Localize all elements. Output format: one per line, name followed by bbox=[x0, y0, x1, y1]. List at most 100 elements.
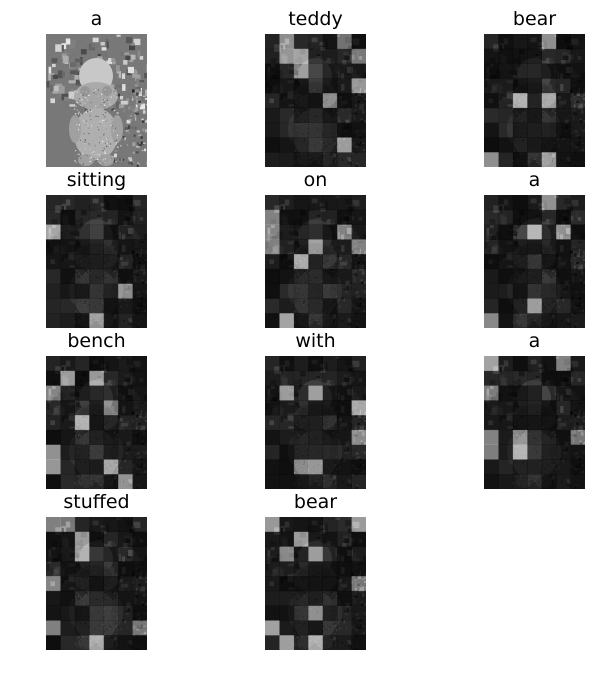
attention-cell bbox=[46, 576, 61, 592]
attention-cell bbox=[132, 561, 147, 577]
attention-cell bbox=[322, 576, 338, 592]
attention-cell bbox=[46, 605, 61, 621]
attention-cell bbox=[132, 415, 147, 431]
attention-cell bbox=[322, 517, 338, 533]
attention-cell bbox=[293, 531, 309, 547]
attention-cell bbox=[132, 576, 147, 592]
attention-cell bbox=[351, 34, 366, 50]
panel-word-label: on bbox=[303, 169, 328, 191]
attention-cell bbox=[308, 122, 324, 138]
attention-cell bbox=[132, 429, 147, 445]
attention-cell bbox=[570, 298, 585, 314]
attention-cell bbox=[308, 107, 324, 123]
attention-cell bbox=[541, 415, 557, 431]
attention-cell bbox=[484, 224, 499, 240]
attention-cell bbox=[337, 152, 352, 167]
attention-cell bbox=[265, 93, 280, 109]
attention-cell bbox=[484, 122, 499, 138]
attention-cell bbox=[74, 400, 90, 416]
attention-cell bbox=[132, 283, 147, 299]
attention-cell bbox=[265, 576, 280, 592]
attention-cell bbox=[322, 63, 338, 79]
attention-cell bbox=[322, 474, 338, 489]
attention-cell bbox=[265, 517, 280, 533]
attention-cell bbox=[265, 459, 280, 475]
attention-cell bbox=[351, 195, 366, 211]
attention-cell bbox=[308, 561, 324, 577]
attention-cell bbox=[46, 224, 61, 240]
attention-cell bbox=[337, 605, 352, 621]
attention-cell bbox=[527, 137, 543, 153]
attention-cell bbox=[351, 122, 366, 138]
attention-cell bbox=[541, 93, 557, 109]
attention-cell bbox=[322, 298, 338, 314]
attention-cell bbox=[308, 415, 324, 431]
attention-cell bbox=[308, 254, 324, 270]
attention-cell bbox=[60, 635, 76, 650]
attention-cell bbox=[322, 356, 338, 372]
attention-cell bbox=[527, 474, 543, 489]
attention-cell bbox=[351, 93, 366, 109]
attention-cell bbox=[541, 429, 557, 445]
attention-cell bbox=[322, 561, 338, 577]
word-panel: on bbox=[265, 167, 366, 328]
attention-cell bbox=[118, 313, 133, 328]
attention-cell bbox=[484, 429, 499, 445]
attention-cell bbox=[337, 517, 352, 533]
attention-cell bbox=[103, 313, 119, 328]
attention-cell bbox=[484, 356, 499, 372]
panel-word-label: a bbox=[528, 330, 541, 352]
attention-cell bbox=[498, 415, 514, 431]
attention-cell bbox=[60, 459, 76, 475]
attention-cell bbox=[103, 268, 119, 284]
attention-cell bbox=[293, 122, 309, 138]
attention-cell bbox=[293, 415, 309, 431]
attention-cell bbox=[132, 474, 147, 489]
attention-cell bbox=[322, 224, 338, 240]
attention-cell bbox=[351, 268, 366, 284]
attention-cell bbox=[46, 429, 61, 445]
attention-cell bbox=[556, 137, 571, 153]
attention-cell bbox=[556, 48, 571, 64]
attention-cell bbox=[132, 370, 147, 386]
attention-cell bbox=[60, 561, 76, 577]
attention-cell bbox=[541, 356, 557, 372]
attention-cell bbox=[556, 474, 571, 489]
attention-cell bbox=[74, 590, 90, 606]
attention-cell bbox=[322, 415, 338, 431]
attention-cell bbox=[118, 635, 133, 650]
attention-cell bbox=[46, 620, 61, 636]
attention-cell bbox=[337, 34, 352, 50]
attention-cell bbox=[322, 370, 338, 386]
attention-cell bbox=[60, 370, 76, 386]
attention-cell bbox=[527, 224, 543, 240]
attention-cell bbox=[484, 444, 499, 460]
attention-cell bbox=[527, 385, 543, 401]
attention-cell bbox=[60, 195, 76, 211]
attention-cell bbox=[541, 444, 557, 460]
attention-cell bbox=[74, 209, 90, 225]
attention-cell bbox=[541, 283, 557, 299]
attention-cell bbox=[293, 356, 309, 372]
attention-cell bbox=[570, 93, 585, 109]
attention-cell bbox=[337, 400, 352, 416]
attention-cell bbox=[322, 385, 338, 401]
attention-cell bbox=[556, 459, 571, 475]
attention-cell bbox=[556, 63, 571, 79]
attention-cell bbox=[498, 34, 514, 50]
attention-cell bbox=[322, 195, 338, 211]
attention-cell bbox=[279, 517, 295, 533]
attention-cell bbox=[512, 224, 528, 240]
attention-cell bbox=[498, 474, 514, 489]
attention-cell bbox=[293, 635, 309, 650]
attention-cell bbox=[570, 122, 585, 138]
attention-cell bbox=[279, 107, 295, 123]
attention-cell bbox=[74, 385, 90, 401]
attention-cell bbox=[103, 429, 119, 445]
attention-overlay-image bbox=[265, 517, 366, 650]
attention-cell bbox=[337, 356, 352, 372]
attention-cell bbox=[132, 195, 147, 211]
attention-cell bbox=[103, 356, 119, 372]
attention-cell bbox=[46, 531, 61, 547]
attention-cell bbox=[279, 415, 295, 431]
